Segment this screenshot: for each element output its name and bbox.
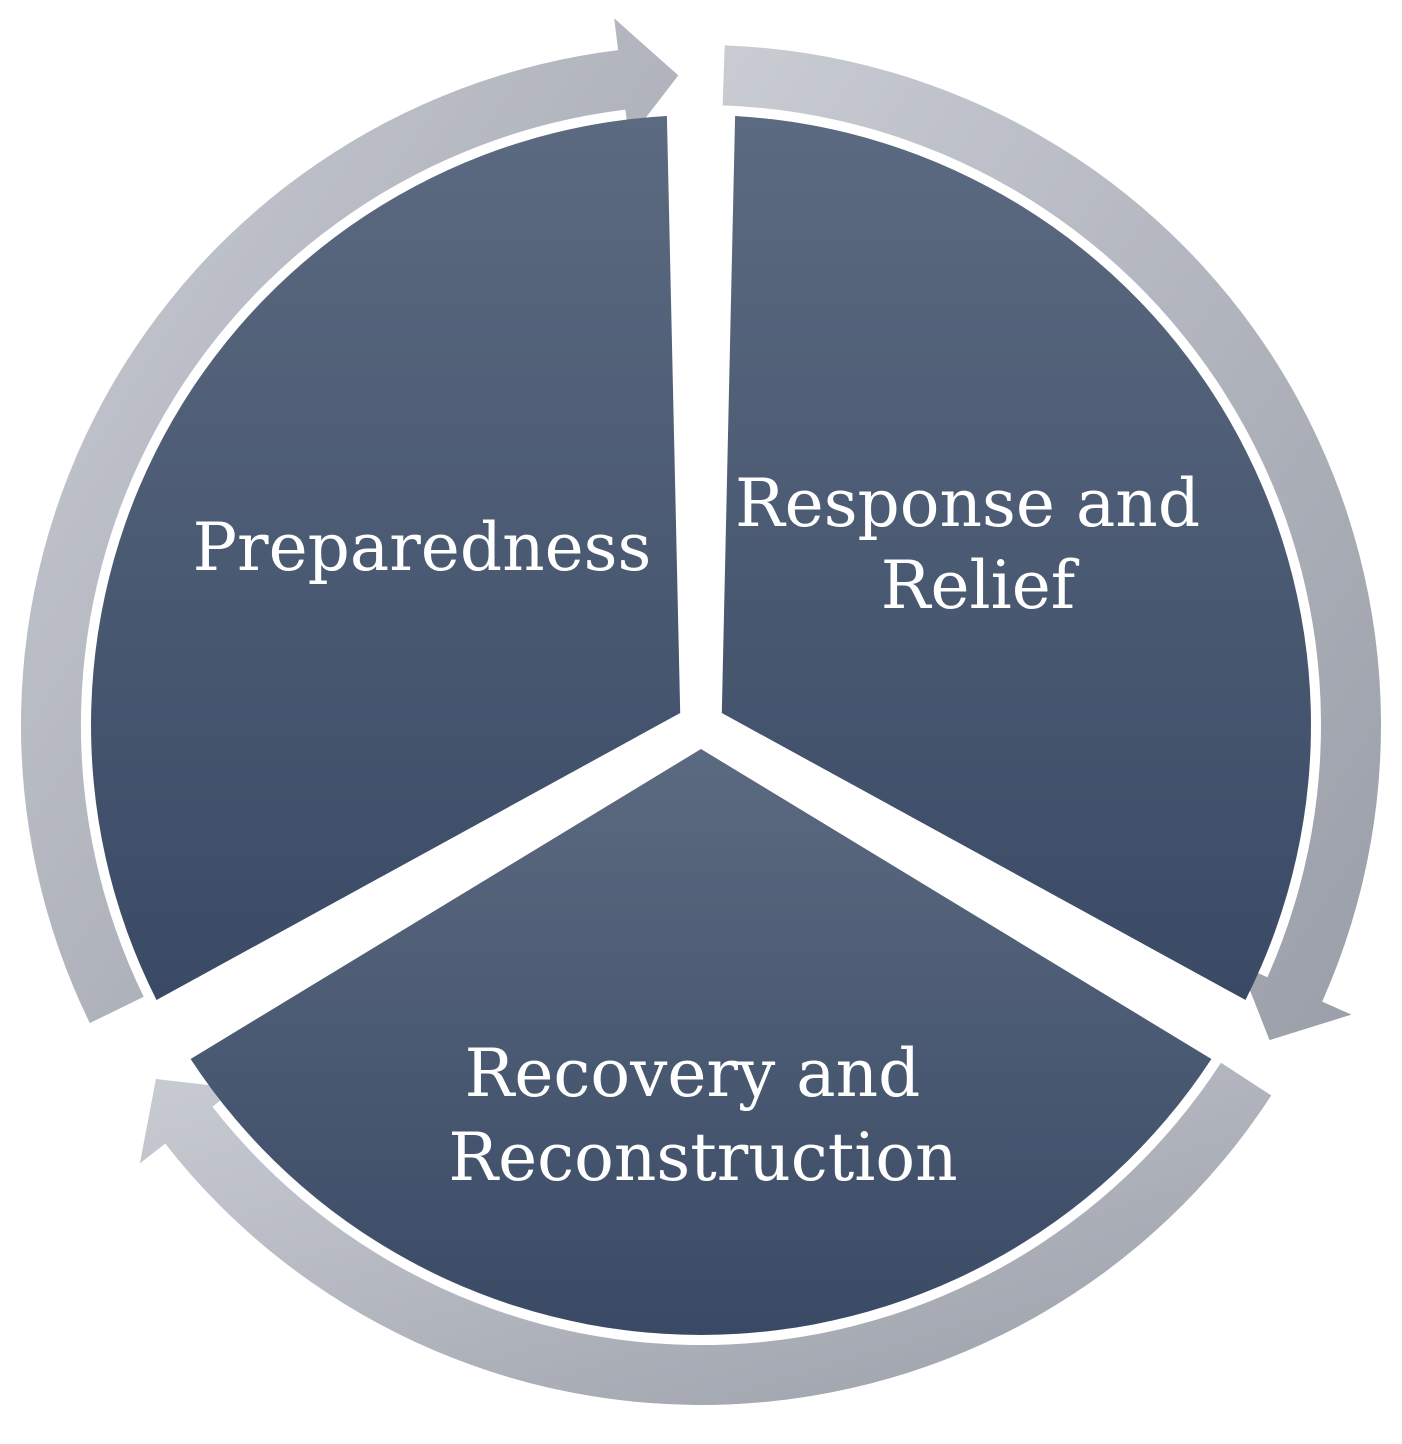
label-preparedness: Preparedness (193, 509, 652, 586)
label-line: Reconstruction (448, 1119, 957, 1196)
label-recovery-and-reconstruction: Recovery and Reconstruction (448, 1035, 957, 1196)
arrow-preparedness-to-response (20, 18, 679, 1024)
segments (91, 116, 1311, 1335)
segment-preparedness (91, 116, 681, 1000)
segment-recovery-and-reconstruction (190, 749, 1212, 1335)
label-line: Preparedness (193, 509, 652, 586)
label-line: Response and (735, 465, 1200, 542)
segment-response-and-relief (721, 116, 1311, 1000)
arrow-response-to-recovery (722, 45, 1382, 1041)
arrow-recovery-to-preparedness (139, 1062, 1272, 1405)
arrow-ring (20, 18, 1382, 1405)
label-line: Recovery and (465, 1035, 921, 1112)
label-response-and-relief: Response and Relief (735, 465, 1221, 624)
label-line: Relief (881, 547, 1080, 624)
